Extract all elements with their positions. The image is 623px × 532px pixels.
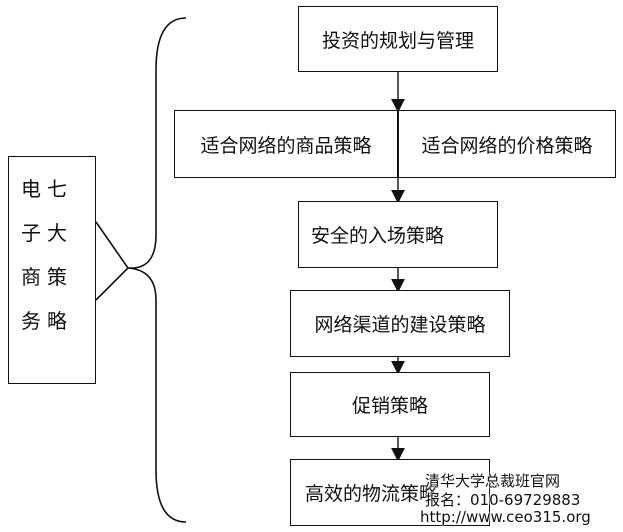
- left-box-line-3: 商策: [21, 265, 73, 289]
- box-channel-strategy-label: 网络渠道的建设策略: [314, 314, 486, 336]
- electronic-commerce-strategy-box: 电七 子大 商策 务略: [8, 156, 96, 384]
- box-product-strategy-label: 适合网络的商品策略: [200, 134, 372, 157]
- curly-brace: [127, 17, 187, 523]
- left-box-line-2: 子大: [21, 221, 73, 245]
- watermark-line-1: 清华大学总裁班官网: [425, 472, 561, 490]
- box-product-strategy: 适合网络的商品策略: [174, 110, 398, 178]
- box-price-strategy: 适合网络的价格策略: [398, 110, 616, 178]
- box-promotion-strategy: 促销策略: [290, 372, 490, 437]
- box-channel-strategy: 网络渠道的建设策略: [290, 290, 510, 357]
- watermark-line-3: http://www.ceo315.org: [420, 508, 591, 526]
- left-box-line-4: 务略: [21, 309, 73, 333]
- left-box-line-1: 电七: [21, 177, 73, 201]
- box-investment-planning: 投资的规划与管理: [298, 6, 498, 72]
- box-logistics-strategy: 高效的物流策略: [290, 459, 490, 526]
- box-entry-strategy: 安全的入场策略: [298, 201, 498, 268]
- box-promotion-strategy-label: 促销策略: [351, 395, 428, 417]
- box-entry-strategy-label: 安全的入场策略: [311, 225, 445, 247]
- box-price-strategy-label: 适合网络的价格策略: [421, 134, 593, 157]
- box-investment-planning-label: 投资的规划与管理: [321, 29, 474, 52]
- watermark-line-2: 报名：010-69729883: [425, 491, 581, 509]
- brace-connector: [95, 221, 130, 301]
- box-logistics-strategy-label: 高效的物流策略: [305, 483, 439, 505]
